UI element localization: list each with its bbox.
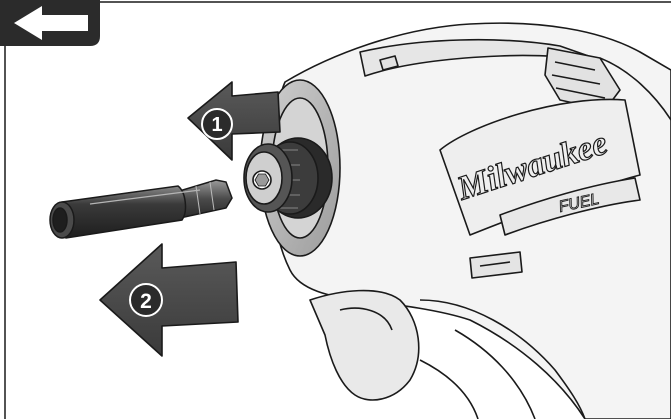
pull-collar-arrow-icon [187, 81, 281, 161]
remove-bit-arrow-icon [99, 243, 239, 357]
frame-border [4, 1, 671, 419]
step-1-number: 1 [211, 114, 222, 136]
impact-driver-body [259, 22, 671, 419]
step-2-badge: 2 [129, 283, 163, 317]
quick-release-collar [243, 137, 333, 219]
back-arrow-icon[interactable] [0, 0, 100, 46]
step-1-badge: 1 [201, 108, 233, 140]
step-2-number: 2 [140, 290, 152, 313]
bit-holder [49, 179, 233, 239]
